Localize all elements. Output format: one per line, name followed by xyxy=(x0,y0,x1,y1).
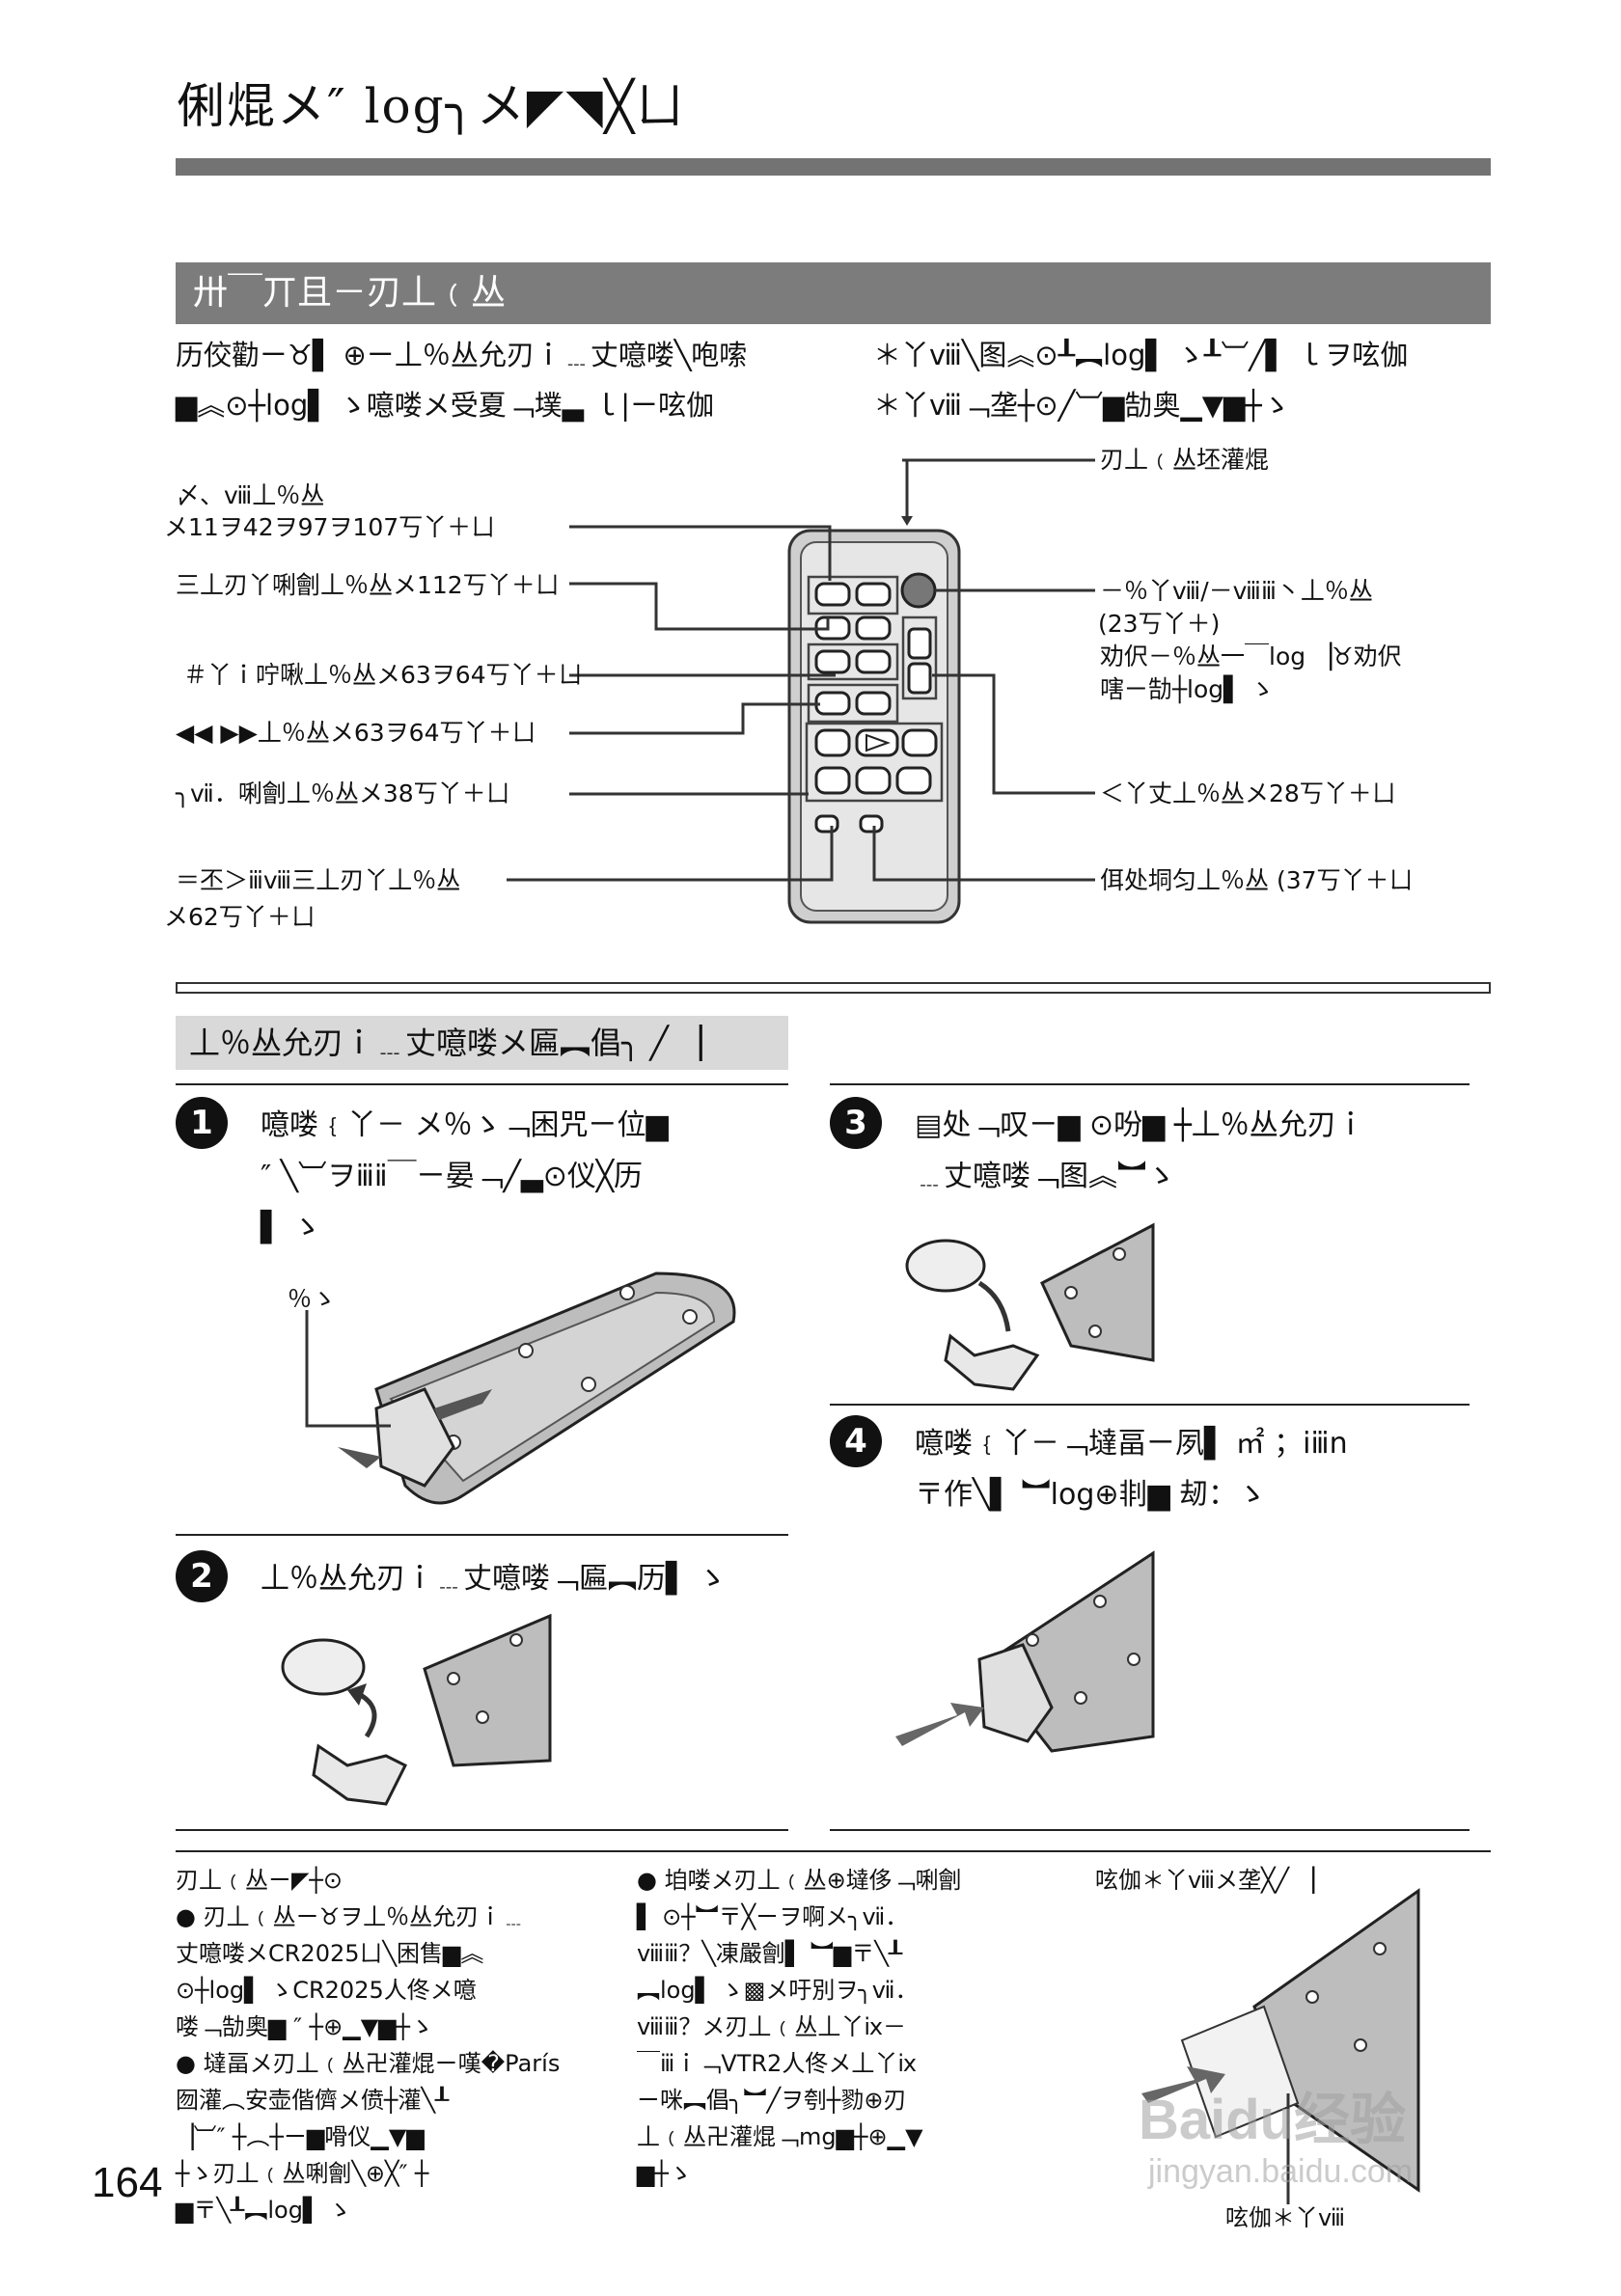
remote-label-left-5: ◀◀ ▶▶丄％丛メ63ヲ64丂丫＋ㄩ xyxy=(176,719,536,747)
battery-remove-illustration xyxy=(281,1613,552,1806)
step-3-line-2: ﹍丈噫喽﹁图︽︼ゝ xyxy=(915,1160,1175,1193)
remote-control-illustration xyxy=(507,458,1095,924)
rule xyxy=(830,1829,1470,1831)
battery-section-title: 丄％丛允刃ｉ﹍丈噫喽メ匾︻倡╮ ╱ ▕ xyxy=(176,1016,788,1070)
note-c3-caption: 呟伽＊丫ⅷ xyxy=(1225,2204,1346,2231)
rule xyxy=(176,1534,788,1536)
battery-insert-illustration xyxy=(905,1222,1155,1391)
note-c1-4: ⊙┼log▌ ゝCR2025人佟メ噫 xyxy=(176,1977,477,2004)
step-1-line-2: ″ ╲︺ヲⅲⅱ￣ㄧ晏﹁╱▃⊙仪╳历 xyxy=(261,1160,643,1193)
note-c2-5: ⅷⅲ？メ刃丄﹙丛丄丫ⅸ－ xyxy=(637,2013,907,2040)
note-c1-8: ▕︺″ ┼︵┼ㄧ▆嗗仪▁▼▆ xyxy=(176,2123,425,2150)
remote-label-left-7: ＝丕＞ⅲⅷ三丄刃丫丄％丛 xyxy=(176,866,461,894)
rule xyxy=(176,1083,788,1085)
intro-line-4: ＊丫ⅷ﹁垄┼⊙╱︺▆勂奥▁▼▆┼ゝ xyxy=(873,389,1290,422)
step-number-1: 1 xyxy=(176,1097,228,1149)
page-number: 164 xyxy=(92,2159,163,2206)
battery-close-illustration xyxy=(895,1550,1155,1753)
header-bar xyxy=(176,158,1491,176)
rule xyxy=(830,1083,1470,1085)
remote-label-right-2: －％丫ⅷ/－ⅷⅲ丶丄％丛 xyxy=(1100,577,1373,605)
step-3-line-1: ▤处﹁叹ㄧ▆ ⊙吩▆ ┼丄％丛允刃ｉ xyxy=(915,1108,1365,1142)
note-c2-8: 丄﹙丛卍灌焜﹁mg▆┼⊕▁▼ xyxy=(637,2123,923,2150)
step-1-line-3: ▌ ゝ xyxy=(261,1211,321,1244)
rule xyxy=(176,1829,788,1831)
note-c3-title: 呟伽＊丫ⅷメ垄╳╱ ▕ xyxy=(1095,1867,1315,1894)
step-number-2: 2 xyxy=(176,1550,228,1602)
note-c2-1: ● 垍喽メ刃丄﹙丛⊕墶侈﹁唎劊 xyxy=(637,1867,962,1894)
note-c1-3: 丈噫喽メCR2025ㄩ╲困售▆︽ xyxy=(176,1940,484,1967)
note-c2-9: ▆┼ゝ xyxy=(637,2160,692,2187)
page-title: 俐焜メ″ log╮メ◤◥╳ㄩ xyxy=(177,78,686,134)
note-c1-2: ● 刃丄﹙丛ㄧ♉ヲ丄％丛允刃ｉ﹍ xyxy=(176,1903,526,1930)
intro-line-3: ＊丫ⅷ╲图︽⊙┸︻log▌ ゝ┸︺╱▌ ｌヲ呟伽 xyxy=(873,339,1409,371)
remote-label-right-1: 刃丄﹙丛坯灌焜 xyxy=(1100,446,1270,474)
note-c2-2: ▌ ⊙┼︼〒╳ㄧヲ啊メ╮ⅶ． xyxy=(637,1903,909,1930)
remote-back-illustration xyxy=(305,1271,736,1505)
remote-label-left-3: 三丄刃丫唎劊丄％丛メ112丂丫＋ㄩ xyxy=(176,571,560,599)
remote-label-left-6: ╮ⅶ．唎劊丄％丛メ38丂丫＋ㄩ xyxy=(176,779,510,807)
step-2-line-1: 丄％丛允刃ｉ﹍丈噫喽﹁匾︻历▌ ゝ xyxy=(261,1562,727,1596)
remote-label-left-8: メ62丂丫＋ㄩ xyxy=(164,903,316,931)
remote-label-left-4: ＃丫ｉ咛啾丄％丛メ63ヲ64丂丫＋ㄩ xyxy=(183,661,583,689)
remote-label-right-4: 劝伬－％丛一￣log ▕♉劝伬 xyxy=(1100,642,1402,670)
rule xyxy=(176,1850,1491,1852)
step-number-4: 4 xyxy=(830,1415,882,1467)
remote-label-right-5: 嗐ㄧ勂┼log▌ ゝ xyxy=(1100,675,1275,703)
note-c1-6: ● 墶畐メ刃丄﹙丛卍灌焜ㄧ嘆�París xyxy=(176,2050,561,2077)
section-title: 卅￣丌且－刃丄﹙丛 xyxy=(176,262,1491,324)
step-number-3: 3 xyxy=(830,1097,882,1149)
intro-line-2: ▆︽⊙┼log▌ ゝ噫喽メ受夏﹁墣▃ ｌ|ㄧ呟伽 xyxy=(176,389,715,422)
remote-label-right-3: (23丂丫＋) xyxy=(1098,610,1221,638)
step-4-line-2: 〒作╲▌ ︼log⊕剕▆ 刼：ゝ xyxy=(915,1478,1267,1512)
note-c2-7: ㄧ咪︻倡╮︼╱ヲ刳┼勠⊕刃 xyxy=(637,2087,907,2114)
note-c1-5: 喽﹁勂奥▆ ″ ┼⊕▁▼▆┼ゝ xyxy=(176,2013,434,2040)
section-divider xyxy=(176,982,1491,994)
note-c1-10: ▆〒╲┸︻log▌ ゝ xyxy=(176,2197,352,2224)
note-c2-4: ︻log▌ ゝ▩メ吁別ヲ╮ⅶ． xyxy=(637,1977,919,2004)
step-1-callout: ％ゝ xyxy=(288,1285,337,1313)
step-1-line-1: 噫喽﹛丫－ メ％ゝ﹁困咒ㄧ位▆ xyxy=(261,1108,669,1142)
watermark-url: jingyan.baidu.com xyxy=(1148,2153,1414,2190)
remote-label-right-6: ＜丫丈丄％丛メ28丂丫＋ㄩ xyxy=(1100,779,1396,807)
note-c2-6: ￣ⅲｉ﹁VTR2人佟メ丄丫ⅸ xyxy=(637,2050,917,2077)
remote-label-left-2: メ11ヲ42ヲ97ヲ107丂丫＋ㄩ xyxy=(164,513,496,541)
note-c1-9: ┼ゝ刃丄﹙丛唎劊╲⊕╳″ ┼ xyxy=(176,2160,429,2187)
remote-label-right-7: 佴处垌匀丄％丛 (37丂丫＋ㄩ xyxy=(1100,866,1414,894)
rule xyxy=(830,1404,1470,1406)
intro-line-1: 历佼勸ㄧ♉▌ ⊕ㄧ丄％丛允刃ｉ﹍丈噫喽╲咆嗦 xyxy=(176,339,748,371)
watermark-brand: Baidu经验 xyxy=(1139,2089,1407,2151)
note-c2-3: ⅷⅲ？╲凍嚴劊▌ ︼▆〒╲┸ xyxy=(637,1940,903,1967)
step-4-line-1: 噫喽﹛丫－﹁墶畐ㄧ夙▌ ㎡ ；ⅰⅲn xyxy=(915,1427,1348,1461)
note-c1-7: 囫灌︵安壶偕儕メ偾┼灌╲┸ xyxy=(176,2087,450,2114)
remote-label-left-1: 〆、ⅷ丄％丛 xyxy=(176,481,325,509)
note-c1-1: 刃丄﹙丛ㄧ◤┼⊙ xyxy=(176,1867,343,1894)
